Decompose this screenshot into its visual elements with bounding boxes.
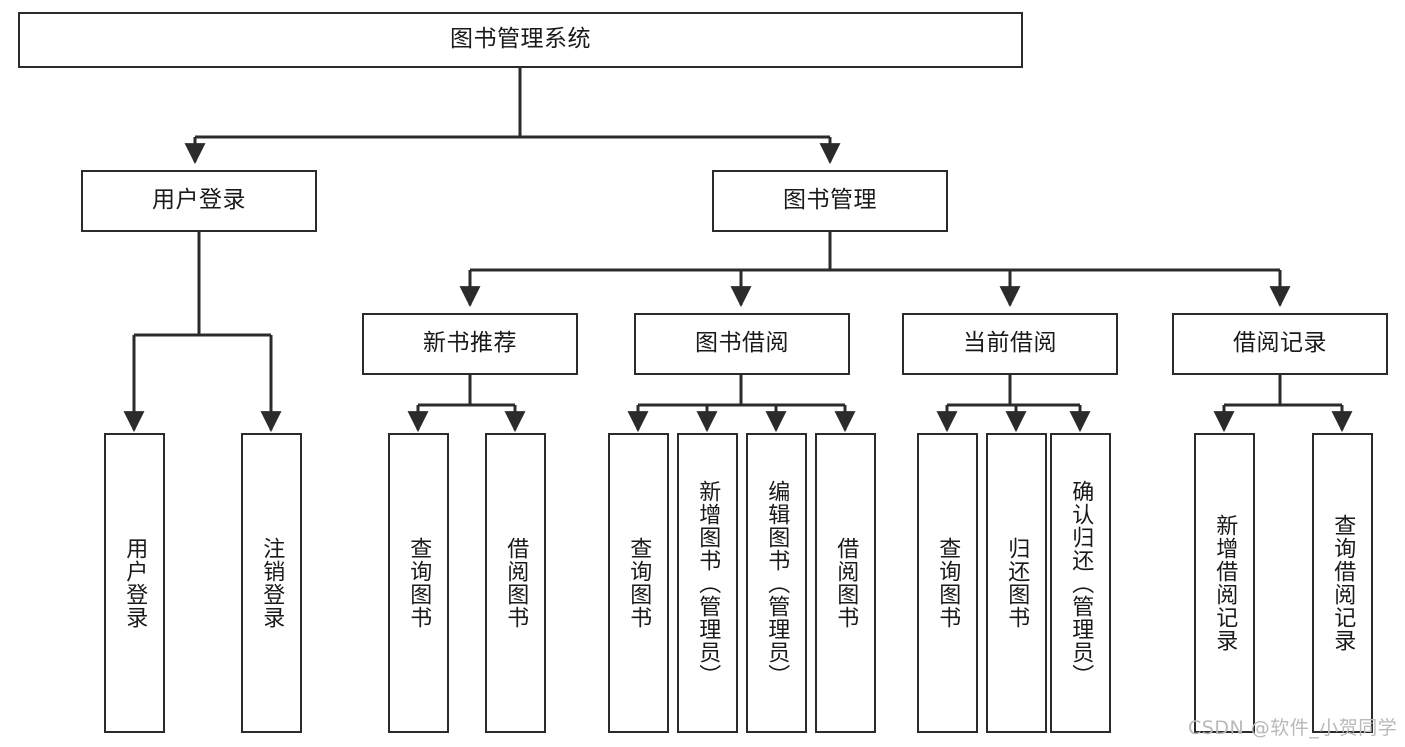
node-label: 新书推荐 (423, 330, 517, 357)
node-user-login[interactable]: 用户登录 (81, 170, 317, 232)
node-label: 当前借阅 (963, 330, 1057, 357)
node-label: 查询借阅记录 (1330, 514, 1356, 652)
leaf-borrow-edit-book-admin[interactable]: 编辑图书（管理员） (746, 433, 807, 733)
node-label: 注销登录 (259, 537, 285, 629)
leaf-recommend-borrow-book[interactable]: 借阅图书 (485, 433, 546, 733)
node-label: 图书管理 (783, 187, 877, 214)
node-label: 确认归还（管理员） (1068, 479, 1094, 687)
leaf-recommend-query-book[interactable]: 查询图书 (388, 433, 449, 733)
node-label: 借阅图书 (503, 537, 529, 629)
node-label: 归还图书 (1004, 537, 1030, 629)
leaf-current-confirm-return-admin[interactable]: 确认归还（管理员） (1050, 433, 1111, 733)
leaf-borrow-query-book[interactable]: 查询图书 (608, 433, 669, 733)
node-book-borrow[interactable]: 图书借阅 (634, 313, 850, 375)
leaf-user-login[interactable]: 用户登录 (104, 433, 165, 733)
leaf-borrow-add-book-admin[interactable]: 新增图书（管理员） (677, 433, 738, 733)
leaf-current-query-book[interactable]: 查询图书 (917, 433, 978, 733)
leaf-user-logout[interactable]: 注销登录 (241, 433, 302, 733)
node-label: 编辑图书（管理员） (764, 479, 790, 687)
leaf-record-add-borrow-record[interactable]: 新增借阅记录 (1194, 433, 1255, 733)
leaf-current-return-book[interactable]: 归还图书 (986, 433, 1047, 733)
node-label: 新增图书（管理员） (695, 479, 721, 687)
node-label: 用户登录 (122, 537, 148, 629)
node-label: 新增借阅记录 (1212, 514, 1238, 652)
node-label: 图书管理系统 (450, 26, 591, 53)
node-label: 查询图书 (935, 537, 961, 629)
node-root-system[interactable]: 图书管理系统 (18, 12, 1023, 68)
node-borrow-record[interactable]: 借阅记录 (1172, 313, 1388, 375)
node-new-book-recommend[interactable]: 新书推荐 (362, 313, 578, 375)
node-book-management[interactable]: 图书管理 (712, 170, 948, 232)
node-label: 借阅图书 (833, 537, 859, 629)
leaf-record-query-borrow-record[interactable]: 查询借阅记录 (1312, 433, 1373, 733)
watermark: CSDN @软件_小贺同学 (1188, 717, 1398, 739)
node-label: 查询图书 (626, 537, 652, 629)
node-label: 查询图书 (406, 537, 432, 629)
node-label: 图书借阅 (695, 330, 789, 357)
leaf-borrow-borrow-book[interactable]: 借阅图书 (815, 433, 876, 733)
node-current-borrow[interactable]: 当前借阅 (902, 313, 1118, 375)
node-label: 借阅记录 (1233, 330, 1327, 357)
node-label: 用户登录 (152, 187, 246, 214)
